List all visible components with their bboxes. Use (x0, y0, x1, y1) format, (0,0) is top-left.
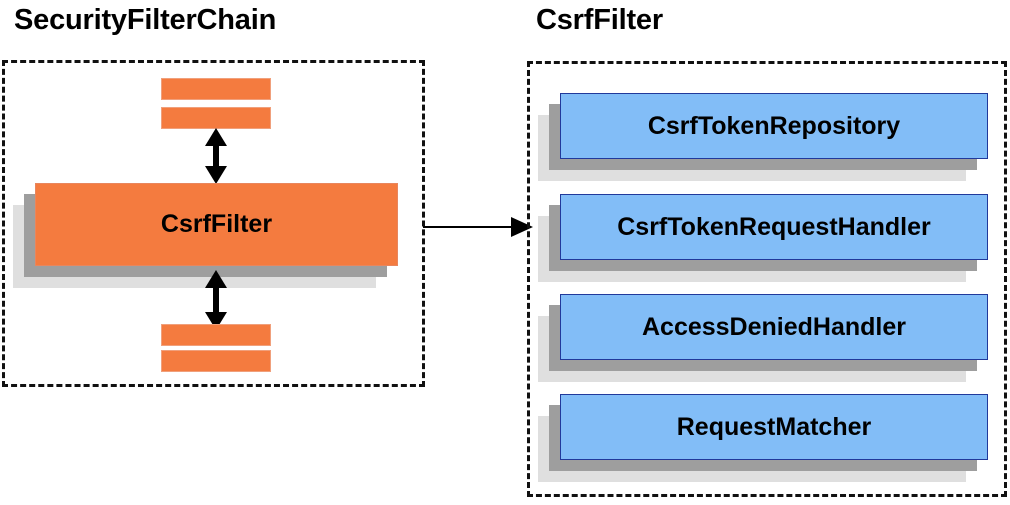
arrow-bottom-double (205, 270, 227, 330)
node-face: CsrfTokenRepository (560, 93, 988, 159)
node-face: RequestMatcher (560, 394, 988, 460)
node-csrf-filter[interactable]: CsrfFilter (13, 183, 398, 288)
node-label: CsrfTokenRepository (647, 111, 901, 140)
node-face: CsrfFilter (35, 183, 398, 266)
filter-slab-bottom-1 (161, 324, 271, 346)
panel-csrf-filter (527, 61, 1007, 497)
node-label: AccessDeniedHandler (641, 312, 906, 341)
node-label: RequestMatcher (676, 412, 872, 441)
node-csrf-token-request-handler[interactable]: CsrfTokenRequestHandler (538, 194, 988, 282)
node-request-matcher[interactable]: RequestMatcher (538, 394, 988, 482)
node-label: CsrfFilter (160, 210, 273, 238)
panel-security-filter-chain (2, 60, 425, 387)
arrow-panel-connector (423, 217, 533, 237)
node-face: AccessDeniedHandler (560, 294, 988, 360)
filter-slab-bottom-2 (161, 350, 271, 372)
node-access-denied-handler[interactable]: AccessDeniedHandler (538, 294, 988, 382)
filter-slab-top-2 (161, 107, 271, 129)
page-title-csrf-filter: CsrfFilter (536, 4, 663, 36)
node-label: CsrfTokenRequestHandler (617, 212, 931, 241)
filter-slab-top-1 (161, 78, 271, 100)
page-title-security-filter-chain: SecurityFilterChain (14, 4, 277, 36)
node-face: CsrfTokenRequestHandler (560, 194, 988, 260)
arrow-top-double (205, 128, 227, 184)
node-csrf-token-repository[interactable]: CsrfTokenRepository (538, 93, 988, 181)
